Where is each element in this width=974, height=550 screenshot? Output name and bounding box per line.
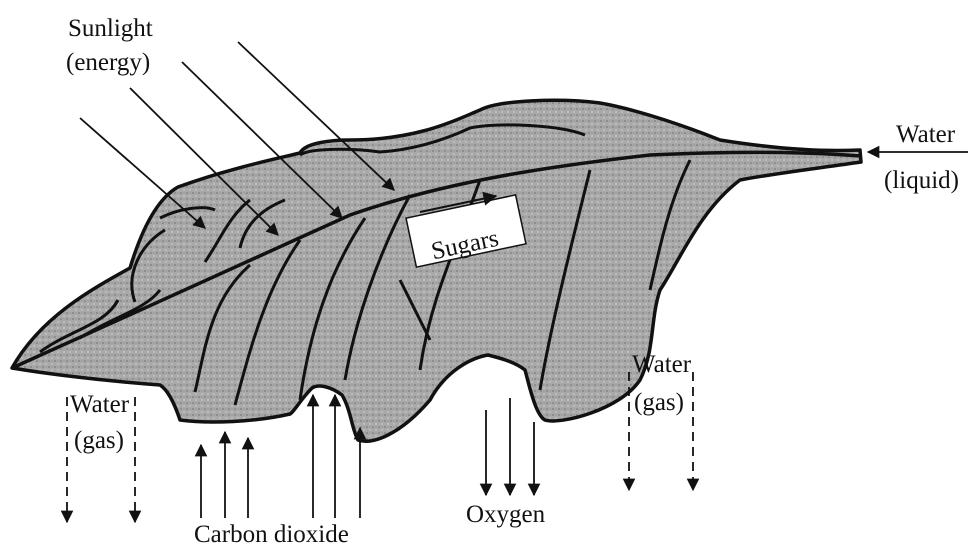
sunlight-sublabel: (energy) [66,49,150,76]
water-gas-right-sublabel: (gas) [634,389,684,416]
oxygen-arrows [486,398,534,495]
water-gas-right-label: Water [632,351,692,378]
water-gas-left-sublabel: (gas) [74,427,124,454]
sunlight-label: Sunlight [68,15,153,42]
water-liquid-sublabel: (liquid) [884,167,959,194]
water-gas-left-label: Water [70,391,130,418]
oxygen-label: Oxygen [466,501,546,528]
carbon-dioxide-label: Carbon dioxide [194,521,349,548]
water-liquid-label: Water [896,121,956,148]
